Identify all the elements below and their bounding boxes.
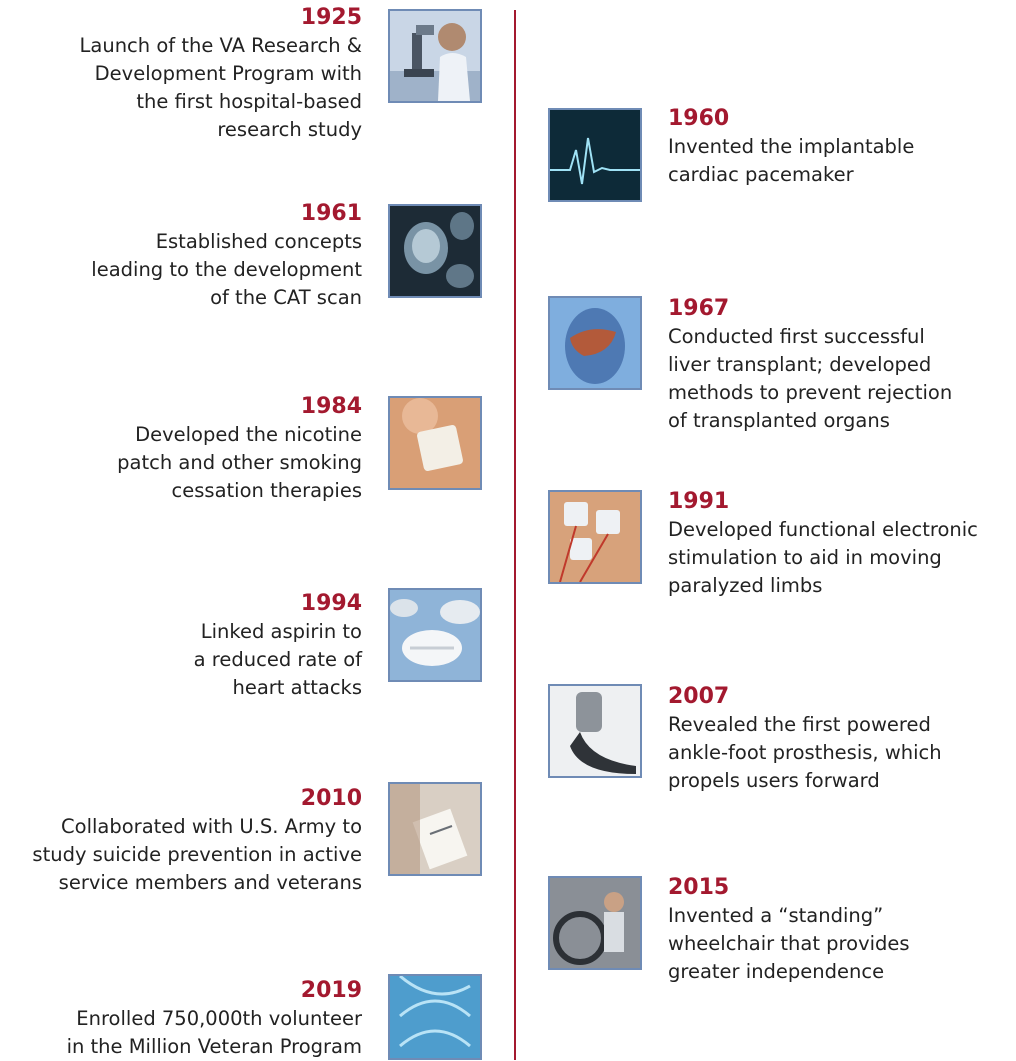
entry-year: 1984 bbox=[300, 394, 362, 419]
dna-helix-icon bbox=[388, 974, 482, 1060]
entry-description: Invented a “standing”wheelchair that pro… bbox=[668, 904, 910, 983]
entry-year: 1994 bbox=[300, 591, 362, 616]
entry-year: 1967 bbox=[668, 296, 730, 321]
entry-year: 2019 bbox=[300, 978, 362, 1003]
timeline-entry-2015: 2015 Invented a “standing”wheelchair tha… bbox=[668, 874, 1008, 984]
clipboard-consultation-icon bbox=[388, 782, 482, 876]
liver-anatomy-icon bbox=[548, 296, 642, 390]
skull-scan-icon bbox=[388, 204, 482, 298]
entry-year: 2015 bbox=[668, 875, 730, 900]
entry-year: 1961 bbox=[300, 201, 362, 226]
timeline-entry-1925: 1925 Launch of the VA Research &Developm… bbox=[0, 4, 362, 141]
electrode-pads-icon bbox=[548, 490, 642, 584]
nicotine-patch-icon bbox=[388, 396, 482, 490]
timeline-spine bbox=[514, 10, 516, 1060]
entry-year: 1991 bbox=[668, 489, 730, 514]
heartbeat-monitor-icon bbox=[548, 108, 642, 202]
entry-year: 1925 bbox=[300, 5, 362, 30]
entry-year: 2010 bbox=[300, 786, 362, 811]
aspirin-tablets-icon bbox=[388, 588, 482, 682]
entry-description: Launch of the VA Research &Development P… bbox=[79, 34, 362, 141]
standing-wheelchair-icon bbox=[548, 876, 642, 970]
entry-year: 1960 bbox=[668, 106, 730, 131]
entry-year: 2007 bbox=[668, 684, 730, 709]
ankle-prosthesis-icon bbox=[548, 684, 642, 778]
microscope-researcher-icon bbox=[388, 9, 482, 103]
